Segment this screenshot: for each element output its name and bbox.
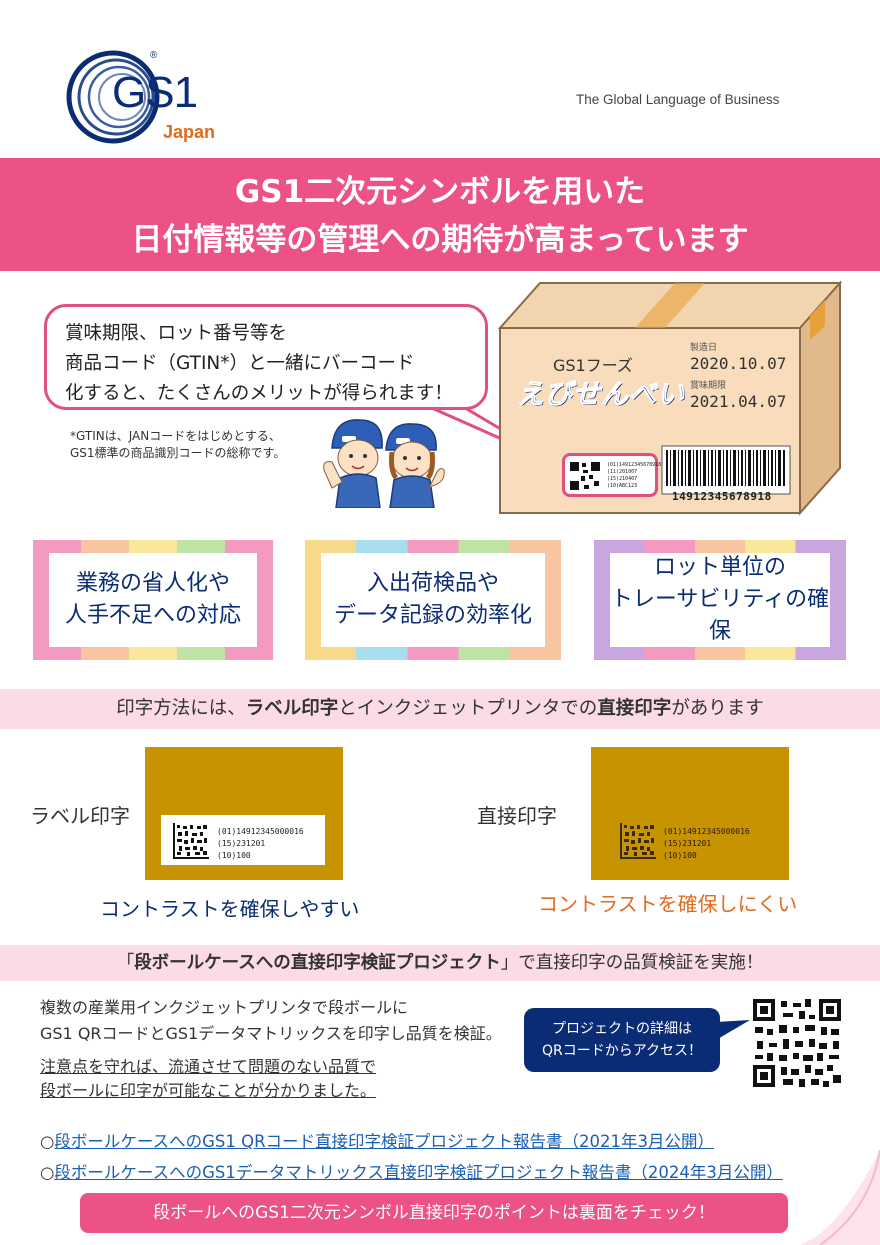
benefit-line: 人手不足への対応 (64, 603, 241, 628)
bubble-line-2: 商品コード（GTIN*）と一緒にバーコード (65, 353, 415, 374)
mfg-date-label: 製造日 (690, 343, 718, 353)
datamatrix-direct-icon (620, 823, 656, 859)
callout-line: プロジェクトの詳細は (552, 1021, 692, 1037)
link-bullet: ○ (40, 1132, 55, 1151)
heading-text: 印字方法には、 (116, 698, 246, 719)
benefit-card-1: 業務の省人化や人手不足への対応 (33, 540, 273, 660)
label-print-title: ラベル印字 (30, 804, 130, 828)
bubble-line-3: 化すると、たくさんのメリットが得られます！ (65, 383, 453, 404)
code-line: (10)100 (663, 851, 697, 860)
box-label-line: (11)201007 (607, 469, 638, 475)
qr-callout: プロジェクトの詳細は QRコードからアクセス！ (524, 1008, 720, 1072)
print-methods-heading: 印字方法には、ラベル印字とインクジェットプリンタでの直接印字があります (0, 689, 880, 729)
box-label-line: (15)210407 (607, 476, 638, 482)
benefit-line: データ記録の効率化 (333, 603, 532, 628)
project-heading: 「段ボールケースへの直接印字検証プロジェクト」で直接印字の品質検証を実施！ (0, 945, 880, 981)
direct-print-title: 直接印字 (477, 804, 557, 828)
link-bullet: ○ (40, 1163, 55, 1182)
heading-emphasis: 直接印字 (597, 698, 672, 719)
description-line: 複数の産業用インクジェットプリンタで段ボールに (40, 998, 409, 1017)
project-qr-code[interactable] (753, 999, 841, 1087)
box-product-name: えびせんべい (517, 379, 685, 411)
expiry-date-label: 賞味期限 (690, 381, 727, 391)
gtin-footnote: *GTINは、JANコードをはじめとする、 GS1標準の商品識別コードの総称です… (70, 428, 285, 462)
project-description: 複数の産業用インクジェットプリンタで段ボールに GS1 QRコードとGS1データ… (40, 995, 502, 1047)
banner-line-1: GS1二次元シンボルを用いた (234, 174, 646, 210)
registered-mark: ® (150, 50, 158, 61)
label-print-caption: コントラストを確保しやすい (100, 897, 360, 921)
benefit-line: ロット単位の (653, 555, 786, 580)
report-link-2021[interactable]: ○段ボールケースへのGS1 QRコード直接印字検証プロジェクト報告書（2021年… (40, 1128, 714, 1152)
benefit-card-text: 業務の省人化や人手不足への対応 (49, 553, 257, 647)
qr-code-icon (568, 460, 602, 492)
logo-subtitle: Japan (163, 122, 216, 142)
page-curl (800, 1150, 880, 1245)
label-code-text: (01)14912345000016 (15)231201 (10)100 (217, 826, 304, 862)
benefit-line: 入出荷検品や (366, 571, 499, 596)
benefit-card-text: ロット単位のトレーサビリティの確保 (610, 553, 830, 647)
box-label-text: (01)14912345678918 (11)201007 (15)210407… (607, 462, 661, 490)
code-line: (01)14912345000016 (663, 827, 750, 836)
code-line: (01)14912345000016 (217, 827, 304, 836)
expiry-date-value: 2021.04.07 (690, 392, 787, 411)
direct-print-caption: コントラストを確保しにくい (538, 892, 798, 916)
qr-bubble-tail (716, 1020, 750, 1040)
barcode-number: 14912345678918 (672, 490, 772, 503)
heading-text: とインクジェットプリンタでの (338, 698, 598, 719)
benefit-card-text: 入出荷検品やデータ記録の効率化 (321, 553, 545, 647)
heading-text: 」で直接印字の品質検証を実施！ (500, 953, 764, 973)
heading-emphasis: 段ボールケースへの直接印字検証プロジェクト (134, 953, 501, 973)
project-conclusion: 注意点を守れば、流通させて問題のない品質で 段ボールに印字が可能なことが分かりま… (40, 1055, 376, 1103)
code-line: (15)231201 (663, 839, 712, 848)
title-banner: GS1二次元シンボルを用いた 日付情報等の管理への期待が高まっています (0, 158, 880, 271)
gs1-logo-icon (66, 50, 160, 144)
speech-bubble: 賞味期限、ロット番号等を 商品コード（GTIN*）と一緒にバーコード 化すると、… (44, 304, 488, 410)
conclusion-line: 注意点を守れば、流通させて問題のない品質で (40, 1057, 377, 1076)
box-label-line: (10)ABC123 (607, 483, 638, 489)
heading-text: 「 (116, 953, 135, 973)
benefit-card-3: ロット単位のトレーサビリティの確保 (594, 540, 846, 660)
callout-line: QRコードからアクセス！ (541, 1043, 703, 1059)
description-line: GS1 QRコードとGS1データマトリックスを印字し品質を検証。 (40, 1024, 502, 1043)
datamatrix-icon (173, 823, 209, 859)
banner-line-2: 日付情報等の管理への期待が高まっています (131, 222, 749, 258)
conclusion-line: 段ボールに印字が可能なことが分かりました。 (40, 1081, 377, 1100)
workers-illustration-icon (323, 419, 445, 508)
benefit-card-2: 入出荷検品やデータ記録の効率化 (305, 540, 561, 660)
bubble-line-1: 賞味期限、ロット番号等を (65, 323, 288, 344)
back-page-cta[interactable]: 段ボールへのGS1二次元シンボル直接印字のポイントは裏面をチェック！ (80, 1193, 788, 1233)
direct-code-text: (01)14912345000016 (15)231201 (10)100 (663, 826, 750, 862)
link-text[interactable]: 段ボールケースへのGS1 QRコード直接印字検証プロジェクト報告書（2021年3… (54, 1132, 715, 1151)
benefit-line: トレーサビリティの確保 (610, 587, 830, 644)
report-link-2024[interactable]: ○段ボールケースへのGS1データマトリックス直接印字検証プロジェクト報告書（20… (40, 1159, 783, 1183)
logo-text: GS1 (112, 68, 198, 117)
code-line: (10)100 (217, 851, 251, 860)
tagline: The Global Language of Business (576, 92, 780, 107)
heading-emphasis: ラベル印字 (245, 698, 339, 719)
heading-text: があります (671, 698, 764, 719)
code-line: (15)231201 (217, 839, 266, 848)
benefit-line: 業務の省人化や (75, 571, 230, 596)
mfg-date-value: 2020.10.07 (690, 354, 787, 373)
link-text[interactable]: 段ボールケースへのGS1データマトリックス直接印字検証プロジェクト報告書（202… (54, 1163, 783, 1182)
footnote-line-2: GS1標準の商品識別コードの総称です。 (70, 446, 286, 460)
box-brand: GS1フーズ (553, 356, 633, 375)
box-label-line: (01)14912345678918 (607, 462, 662, 468)
footnote-line-1: *GTINは、JANコードをはじめとする、 (70, 429, 281, 443)
